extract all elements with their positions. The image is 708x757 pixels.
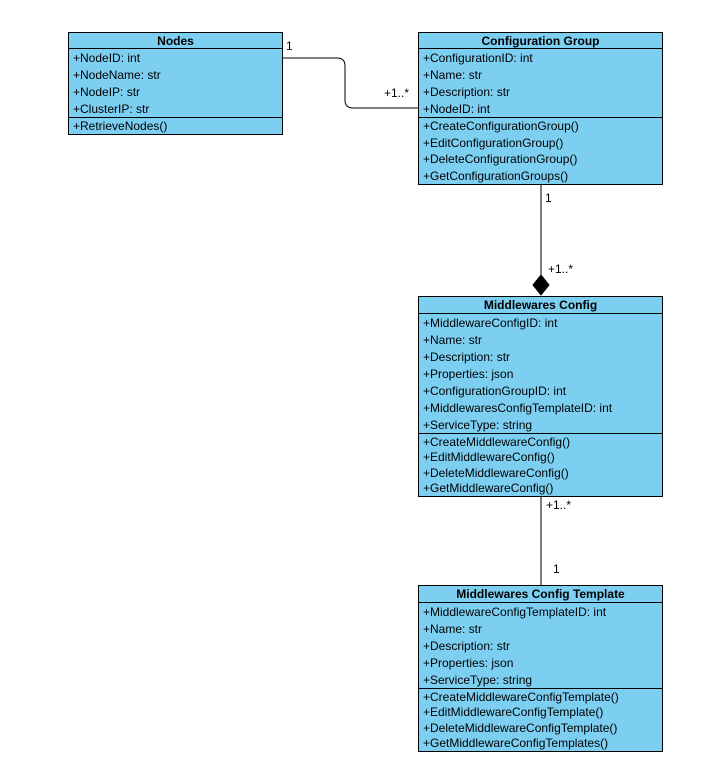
attribute: +ServiceType: string bbox=[423, 417, 533, 432]
attribute: +Properties: json bbox=[423, 655, 514, 670]
attributes-compartment: +MiddlewareConfigTemplateID: int +Name: … bbox=[419, 603, 662, 689]
attribute: +Name: str bbox=[423, 621, 483, 636]
attribute: +NodeName: str bbox=[73, 67, 161, 82]
attribute: +Description: str bbox=[423, 349, 511, 364]
method: +CreateMiddlewareConfig() bbox=[423, 434, 571, 449]
method: +CreateMiddlewareConfigTemplate() bbox=[423, 689, 619, 704]
attribute: +ServiceType: string bbox=[423, 672, 533, 687]
attribute: +ConfigurationID: int bbox=[423, 50, 533, 65]
connector-nodes-to-configuration-group bbox=[283, 57, 418, 109]
attribute: +ClusterIP: str bbox=[73, 101, 150, 116]
multiplicity-label: +1..* bbox=[384, 86, 410, 100]
methods-compartment: +CreateMiddlewareConfigTemplate() +EditM… bbox=[419, 689, 662, 751]
composition-diamond-icon bbox=[532, 274, 550, 296]
attribute: +NodeIP: str bbox=[73, 84, 141, 99]
multiplicity-label: 1 bbox=[553, 562, 560, 576]
method: +GetMiddlewareConfigTemplates() bbox=[423, 736, 609, 751]
attribute: +NodeID: int bbox=[423, 101, 491, 116]
method: +GetConfigurationGroups() bbox=[423, 168, 569, 183]
attribute: +MiddlewaresConfigTemplateID: int bbox=[423, 400, 613, 415]
attribute: +NodeID: int bbox=[73, 50, 141, 65]
class-box-middlewares-config-template: Middlewares Config Template +MiddlewareC… bbox=[418, 585, 663, 752]
attribute: +ConfigurationGroupID: int bbox=[423, 383, 567, 398]
attribute: +Description: str bbox=[423, 638, 511, 653]
class-title: Middlewares Config Template bbox=[419, 586, 662, 603]
attribute: +MiddlewareConfigID: int bbox=[423, 315, 558, 330]
method: +RetrieveNodes() bbox=[73, 119, 168, 133]
method: +DeleteConfigurationGroup() bbox=[423, 152, 578, 167]
attributes-compartment: +MiddlewareConfigID: int +Name: str +Des… bbox=[419, 314, 662, 434]
class-title: Nodes bbox=[69, 33, 282, 49]
method: +CreateConfigurationGroup() bbox=[423, 119, 579, 134]
attribute: +MiddlewareConfigTemplateID: int bbox=[423, 604, 607, 619]
class-box-middlewares-config: Middlewares Config +MiddlewareConfigID: … bbox=[418, 296, 663, 497]
attribute: +Properties: json bbox=[423, 366, 514, 381]
method: +DeleteMiddlewareConfig() bbox=[423, 465, 569, 480]
methods-compartment: +RetrieveNodes() bbox=[69, 118, 282, 134]
attribute: +Name: str bbox=[423, 67, 483, 82]
multiplicity-label: +1..* bbox=[546, 498, 572, 512]
methods-compartment: +CreateConfigurationGroup() +EditConfigu… bbox=[419, 118, 662, 184]
class-box-nodes: Nodes +NodeID: int +NodeName: str +NodeI… bbox=[68, 32, 283, 135]
attributes-compartment: +NodeID: int +NodeName: str +NodeIP: str… bbox=[69, 49, 282, 118]
class-title: Middlewares Config bbox=[419, 297, 662, 314]
method: +EditConfigurationGroup() bbox=[423, 135, 564, 150]
method: +DeleteMiddlewareConfigTemplate() bbox=[423, 720, 618, 735]
class-title: Configuration Group bbox=[419, 33, 662, 49]
attributes-compartment: +ConfigurationID: int +Name: str +Descri… bbox=[419, 49, 662, 118]
attribute: +Name: str bbox=[423, 332, 483, 347]
attribute: +Description: str bbox=[423, 84, 511, 99]
method: +EditMiddlewareConfigTemplate() bbox=[423, 705, 604, 720]
multiplicity-label: +1..* bbox=[548, 262, 574, 276]
method: +GetMiddlewareConfig() bbox=[423, 481, 554, 496]
multiplicity-label: 1 bbox=[545, 191, 552, 205]
multiplicity-label: 1 bbox=[286, 39, 293, 53]
method: +EditMiddlewareConfig() bbox=[423, 450, 555, 465]
methods-compartment: +CreateMiddlewareConfig() +EditMiddlewar… bbox=[419, 434, 662, 496]
class-box-configuration-group: Configuration Group +ConfigurationID: in… bbox=[418, 32, 663, 185]
